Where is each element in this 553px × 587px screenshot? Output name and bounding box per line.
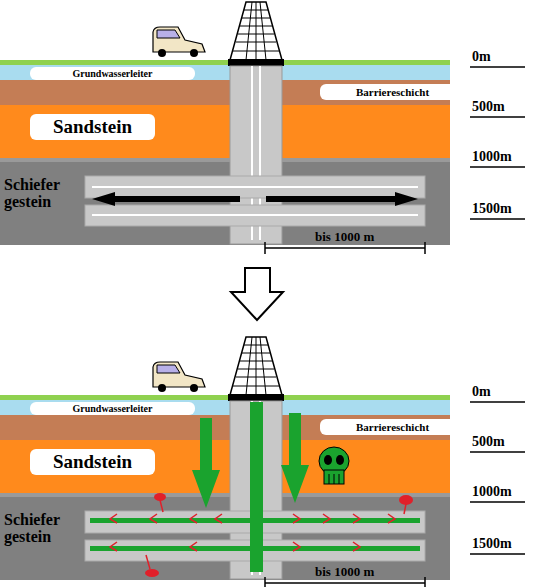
label-box: Sandstein (30, 114, 155, 140)
depth-mark: 500m (472, 100, 505, 115)
depth-mark: 1500m (472, 202, 512, 217)
depth-mark: 500m (472, 435, 505, 450)
layer-name: Barriereschicht (356, 421, 429, 433)
label-box: Barriereschicht (320, 419, 465, 435)
label-box: Barriereschicht (320, 84, 465, 100)
depth-mark: 0m (472, 385, 491, 400)
rock-name: Schiefer gestein (4, 512, 82, 546)
layer-name: Grundwasserleiter (73, 403, 153, 414)
depth-mark: 0m (472, 50, 491, 65)
layer-name: Sandstein (53, 116, 132, 138)
label-box: Grundwasserleiter (30, 402, 195, 415)
dimension: bis 1000 m (315, 230, 374, 244)
dimension: bis 1000 m (315, 565, 374, 579)
layer-name: Barriereschicht (356, 86, 429, 98)
layer-name: Grundwasserleiter (73, 68, 153, 79)
label-box: Grundwasserleiter (30, 67, 195, 80)
layer-name: Sandstein (53, 451, 132, 473)
depth-mark: 1000m (472, 150, 512, 165)
depth-mark: 1000m (472, 485, 512, 500)
label-box: Sandstein (30, 449, 155, 475)
depth-mark: 1500m (472, 537, 512, 552)
rock-name: Schiefer gestein (4, 177, 82, 211)
